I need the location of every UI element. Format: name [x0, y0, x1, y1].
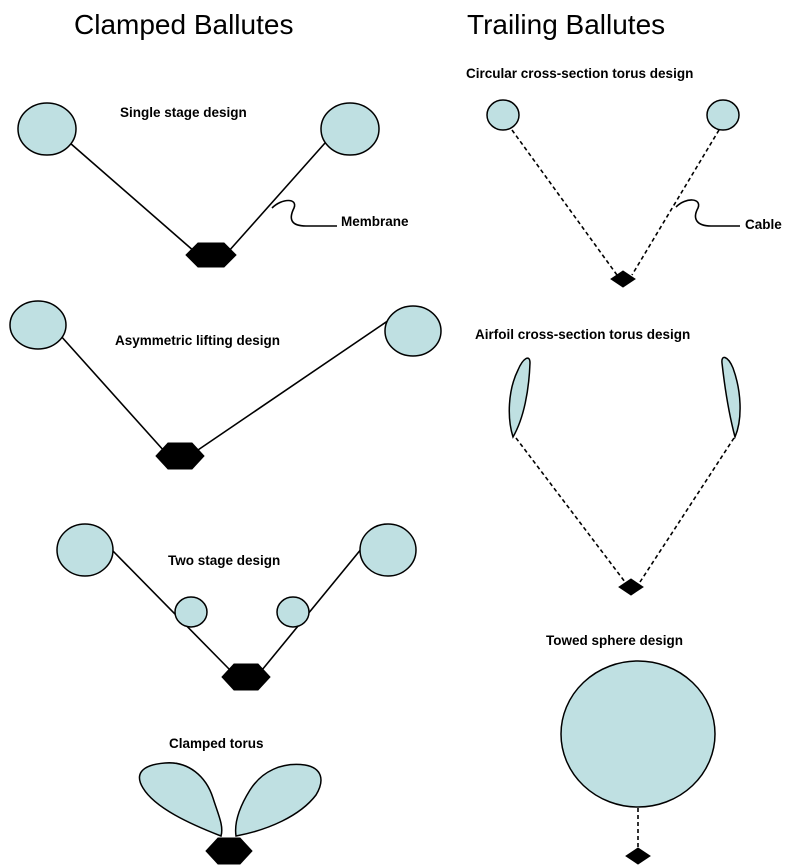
torus-right: [384, 305, 442, 357]
payload: [610, 270, 636, 288]
airfoil-torus-label: Airfoil cross-section torus design: [475, 327, 690, 342]
towed-sphere: [560, 660, 716, 808]
payload: [618, 578, 644, 596]
torus-outer-right: [359, 523, 417, 577]
single-stage-design: Single stage design Membrane: [17, 102, 409, 268]
two-stage-label: Two stage design: [168, 553, 280, 568]
membrane-line-left: [59, 334, 166, 453]
payload: [185, 242, 237, 268]
circular-torus-label: Circular cross-section torus design: [466, 66, 693, 81]
airfoil-torus-design: Airfoil cross-section torus design: [475, 327, 741, 596]
cable-callout-label: Cable: [745, 217, 782, 232]
torus-lobe-right: [234, 763, 322, 837]
torus-left: [486, 99, 520, 131]
clamped-torus-design: Clamped torus: [138, 736, 322, 865]
torus-lobe-left: [138, 762, 223, 837]
cable-right: [639, 437, 735, 583]
torus-right: [706, 99, 740, 131]
trailing-ballutes-heading: Trailing Ballutes: [467, 9, 665, 40]
membrane-line-right: [227, 142, 326, 253]
airfoil-section-right: [721, 356, 741, 440]
membrane-line-right: [261, 547, 363, 671]
clamped-torus-label: Clamped torus: [169, 736, 264, 751]
torus-outer-left: [56, 523, 114, 577]
two-stage-design: Two stage design: [56, 523, 417, 691]
circular-torus-design: Circular cross-section torus design Cabl…: [466, 66, 782, 288]
cable-callout-leader: [675, 199, 740, 227]
towed-sphere-design: Towed sphere design: [546, 633, 716, 865]
payload: [221, 663, 271, 691]
membrane-line-right: [194, 317, 393, 453]
single-stage-label: Single stage design: [120, 105, 247, 120]
payload: [625, 847, 651, 865]
payload: [205, 837, 253, 865]
membrane-line-left: [69, 142, 196, 253]
cable-right: [631, 129, 720, 276]
cable-left: [511, 129, 618, 276]
torus-inner-left: [174, 596, 208, 628]
torus-left: [17, 102, 77, 156]
membrane-line-left: [109, 547, 231, 671]
torus-inner-right: [276, 596, 310, 628]
membrane-callout-leader: [271, 199, 337, 227]
asymmetric-label: Asymmetric lifting design: [115, 333, 280, 348]
airfoil-section-left: [508, 357, 531, 439]
clamped-ballutes-heading: Clamped Ballutes: [74, 9, 293, 40]
cable-left: [515, 437, 626, 583]
torus-left: [9, 300, 67, 350]
torus-right: [320, 102, 380, 156]
towed-sphere-label: Towed sphere design: [546, 633, 683, 648]
asymmetric-lifting-design: Asymmetric lifting design: [9, 300, 442, 470]
payload: [155, 442, 205, 470]
membrane-callout-label: Membrane: [341, 214, 409, 229]
